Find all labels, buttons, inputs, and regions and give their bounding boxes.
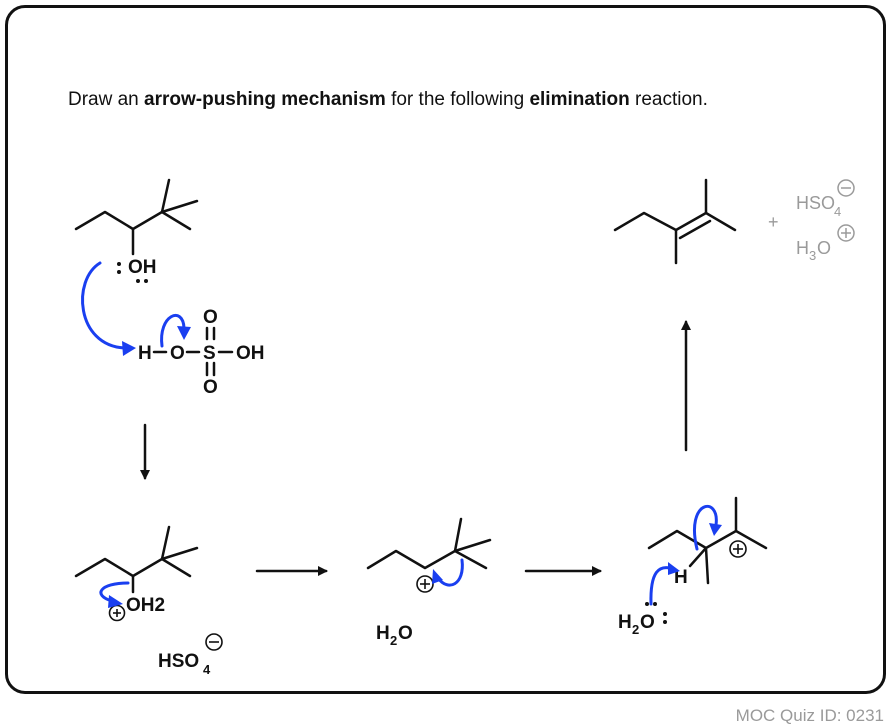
question-prefix: Draw an <box>68 89 145 110</box>
cation-skeleton <box>366 549 488 570</box>
acid-h-label: H <box>138 343 152 364</box>
water-subscript: 2 <box>390 633 397 648</box>
hydronium-o-label: O <box>817 238 831 258</box>
question-term-mechanism: arrow-pushing mechanism <box>144 89 386 110</box>
hydroxyl-label: OH <box>128 257 157 278</box>
acid-oh-label: OH <box>236 343 265 364</box>
hydronium-h-label: H <box>796 238 809 258</box>
alkene-product <box>613 178 737 265</box>
tertiary-charge-icon <box>729 540 747 558</box>
lone-pair-dot <box>645 602 649 606</box>
cation-methyl-bond <box>453 517 463 553</box>
tertiary-carbocation: H <box>647 496 768 588</box>
curved-arrow-methyl-shift <box>436 558 464 587</box>
question-suffix: reaction. <box>629 89 708 110</box>
bisulfate-label: HSO <box>158 651 199 672</box>
lone-pair-dot <box>653 602 657 606</box>
positive-charge-icon <box>837 224 855 242</box>
question-frame <box>5 5 886 694</box>
question-text: Draw an arrow-pushing mechanism for the … <box>68 89 708 111</box>
oxo-bottom-label: O <box>203 377 218 398</box>
lone-pair-dot <box>663 620 667 624</box>
quiz-id-label: MOC Quiz ID: 0231 <box>735 706 884 725</box>
arrowhead <box>432 569 443 584</box>
alcohol-molecule: OH <box>74 178 199 283</box>
oxonium-methyl-bond <box>160 546 199 561</box>
negative-charge-icon <box>837 179 855 197</box>
alkene-double-bond <box>678 219 712 240</box>
arrowhead <box>122 341 136 356</box>
arrowhead <box>709 523 722 536</box>
curved-arrow-protonation <box>81 261 126 350</box>
lone-pair-dot <box>144 279 148 283</box>
beta-h-label: H <box>674 567 688 588</box>
byproduct-bisulfate-subscript: 4 <box>834 204 841 219</box>
alcohol-skeleton <box>74 210 192 231</box>
plus-sign: + <box>768 212 779 232</box>
alkene-methyl-bond <box>704 211 737 232</box>
lone-pair-dot <box>117 262 121 266</box>
oxonium-methyl-bond <box>160 525 171 561</box>
alkene-double-bond <box>674 211 708 232</box>
oh2-label: OH2 <box>126 595 165 616</box>
tertiary-cation-skeleton <box>647 529 768 550</box>
tertiary-methyl-bond <box>704 546 710 585</box>
negative-charge-icon <box>205 633 223 651</box>
carbocation-intermediate <box>366 517 492 593</box>
curved-arrow-leaving-group <box>99 581 130 603</box>
water-o-label: O <box>398 623 413 644</box>
arrowhead <box>668 562 680 575</box>
arrowhead <box>108 595 123 608</box>
base-subscript: 2 <box>632 622 639 637</box>
question-term-elimination: elimination <box>529 89 630 110</box>
cation-methyl-bond <box>453 538 492 553</box>
alkene-chain <box>613 211 678 232</box>
curved-arrow-pi-bond-formation <box>693 505 718 551</box>
lone-pair-dot <box>663 612 667 616</box>
byproduct-bisulfate-label: HSO <box>796 193 835 213</box>
curved-arrow-bond-break <box>160 313 186 348</box>
water-base: H 2 O <box>618 602 667 637</box>
water-molecule: H 2 O <box>376 623 413 648</box>
base-h-label: H <box>618 612 632 633</box>
water-h-label: H <box>376 623 390 644</box>
carbocation-charge-icon <box>416 575 434 593</box>
sulfuric-acid: H O S OH O O <box>138 307 265 398</box>
oxo-top-label: O <box>203 307 218 328</box>
lone-pair-dot <box>136 279 140 283</box>
curved-arrow-deprotonation <box>649 566 672 606</box>
hydronium-subscript: 3 <box>809 248 816 263</box>
acid-o-label: O <box>170 343 185 364</box>
base-o-label: O <box>640 612 655 633</box>
c-h-bond <box>688 546 708 568</box>
oxonium-intermediate: OH2 <box>74 525 199 622</box>
arrowhead <box>177 326 191 340</box>
sulfur-label: S <box>203 343 216 364</box>
alcohol-methyl-bond <box>160 199 199 214</box>
question-middle: for the following <box>385 89 530 110</box>
alcohol-methyl-bond <box>160 178 171 214</box>
bisulfate-ion: HSO 4 <box>158 633 223 677</box>
lone-pair-dot <box>117 270 121 274</box>
oxonium-skeleton <box>74 557 192 578</box>
bisulfate-subscript: 4 <box>203 662 211 677</box>
byproducts: + HSO 4 H 3 O <box>768 179 855 263</box>
